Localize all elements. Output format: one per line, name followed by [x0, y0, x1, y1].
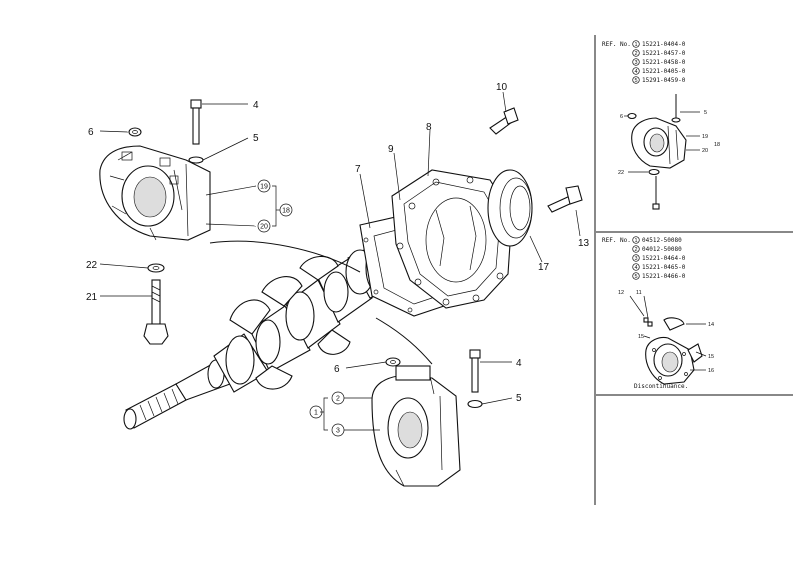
callout-22: 22 — [86, 260, 98, 271]
ref-top-num-4: 4 — [634, 69, 637, 75]
callout-6-lower: 6 — [334, 364, 340, 375]
callout-4-upper: 4 — [253, 100, 259, 111]
ref-bottom-code-5: 15221-0466-0 — [642, 273, 686, 280]
callout-18: 18 — [282, 208, 290, 215]
lower-bolt-21 — [143, 279, 169, 345]
callout-19: 19 — [260, 184, 268, 191]
arc-line-lower — [375, 317, 433, 365]
lower-washer-22 — [147, 263, 165, 273]
callout-10: 10 — [496, 82, 508, 93]
ref-bottom-code-4: 15221-0465-0 — [642, 264, 686, 271]
discontinuance-note: Discontinuance. — [634, 383, 688, 390]
thumb-bottom-label-a: 12 — [618, 290, 624, 296]
upper-washer-6 — [128, 127, 142, 137]
callout-8: 8 — [426, 122, 432, 133]
ref-label-top: REF. No. — [602, 41, 631, 48]
lower-washer-6 — [385, 357, 401, 367]
thumb-bottom-label-c: 14 — [708, 322, 714, 328]
ref-bottom-num-1: 1 — [634, 238, 637, 244]
ref-bottom-num-4: 4 — [634, 265, 637, 271]
bolt-10 — [489, 107, 519, 135]
callout-3: 3 — [336, 428, 340, 435]
upper-bearing-housing — [99, 145, 211, 241]
thumb-top-label-f: 22 — [618, 170, 624, 176]
thumb-top-label-b: 5 — [704, 110, 707, 116]
thumb-top-label-c: 19 — [702, 134, 708, 140]
ref-panel-bottom: REF. No. 1 04512-50080 2 04012-50080 3 1… — [602, 236, 714, 390]
callout-21: 21 — [86, 292, 98, 303]
thumb-top-label-e: 18 — [714, 142, 720, 148]
callout-4-lower: 4 — [516, 358, 522, 369]
upper-washer-5 — [188, 156, 204, 164]
callout-5-upper: 5 — [253, 133, 259, 144]
callout-5-lower: 5 — [516, 393, 522, 404]
callout-9: 9 — [388, 144, 394, 155]
ref-bottom-code-3: 15221-0464-0 — [642, 255, 686, 262]
ref-top-code-2: 15221-0457-0 — [642, 50, 686, 57]
ref-bottom-num-2: 2 — [634, 247, 637, 253]
callout-2: 2 — [336, 396, 340, 403]
thumb-bottom-label-e: 15 — [708, 354, 714, 360]
ref-top-code-4: 15221-0405-0 — [642, 68, 686, 75]
ref-top-code-1: 15221-0404-0 — [642, 41, 686, 48]
thumb-bottom-label-f: 16 — [708, 368, 714, 374]
ref-label-bottom: REF. No. — [602, 237, 631, 244]
ref-top-code-5: 15291-0459-0 — [642, 77, 686, 84]
callout-6-upper: 6 — [88, 127, 94, 138]
thumb-top-label-a: 6 — [620, 114, 623, 120]
ref-top-num-1: 1 — [634, 42, 637, 48]
ref-top-num-5: 5 — [634, 78, 637, 84]
bolt-13 — [547, 185, 583, 213]
callout-1: 1 — [314, 410, 318, 417]
thumb-bottom-label-b: 11 — [636, 290, 642, 296]
ref-bottom-num-5: 5 — [634, 274, 637, 280]
callout-13: 13 — [578, 238, 590, 249]
ref-top-num-2: 2 — [634, 51, 637, 57]
ref-top-code-3: 15221-0458-0 — [642, 59, 686, 66]
ref-panel-top: REF. No. 1 15221-0404-0 2 15221-0457-0 3… — [602, 40, 720, 210]
lower-bearing-housing — [371, 365, 461, 487]
callout-labels: 4 5 6 19 20 18 22 21 7 9 8 10 13 17 6 4 … — [86, 82, 590, 437]
arc-line-upper — [209, 240, 361, 273]
ref-bottom-code-2: 04012-50080 — [642, 246, 682, 253]
oil-seal-17 — [487, 169, 533, 247]
lower-right-bolt — [469, 349, 481, 393]
callout-17: 17 — [538, 262, 550, 273]
thumb-bottom-label-d: 15 — [638, 334, 644, 340]
callout-7: 7 — [355, 164, 361, 175]
ref-bottom-num-3: 3 — [634, 256, 637, 262]
lower-right-washer-5 — [467, 399, 483, 409]
ref-bottom-code-1: 04512-50080 — [642, 237, 682, 244]
upper-bolt — [190, 99, 202, 145]
callout-20: 20 — [260, 224, 268, 231]
thumb-top-label-d: 20 — [702, 148, 708, 154]
ref-top-num-3: 3 — [634, 60, 637, 66]
